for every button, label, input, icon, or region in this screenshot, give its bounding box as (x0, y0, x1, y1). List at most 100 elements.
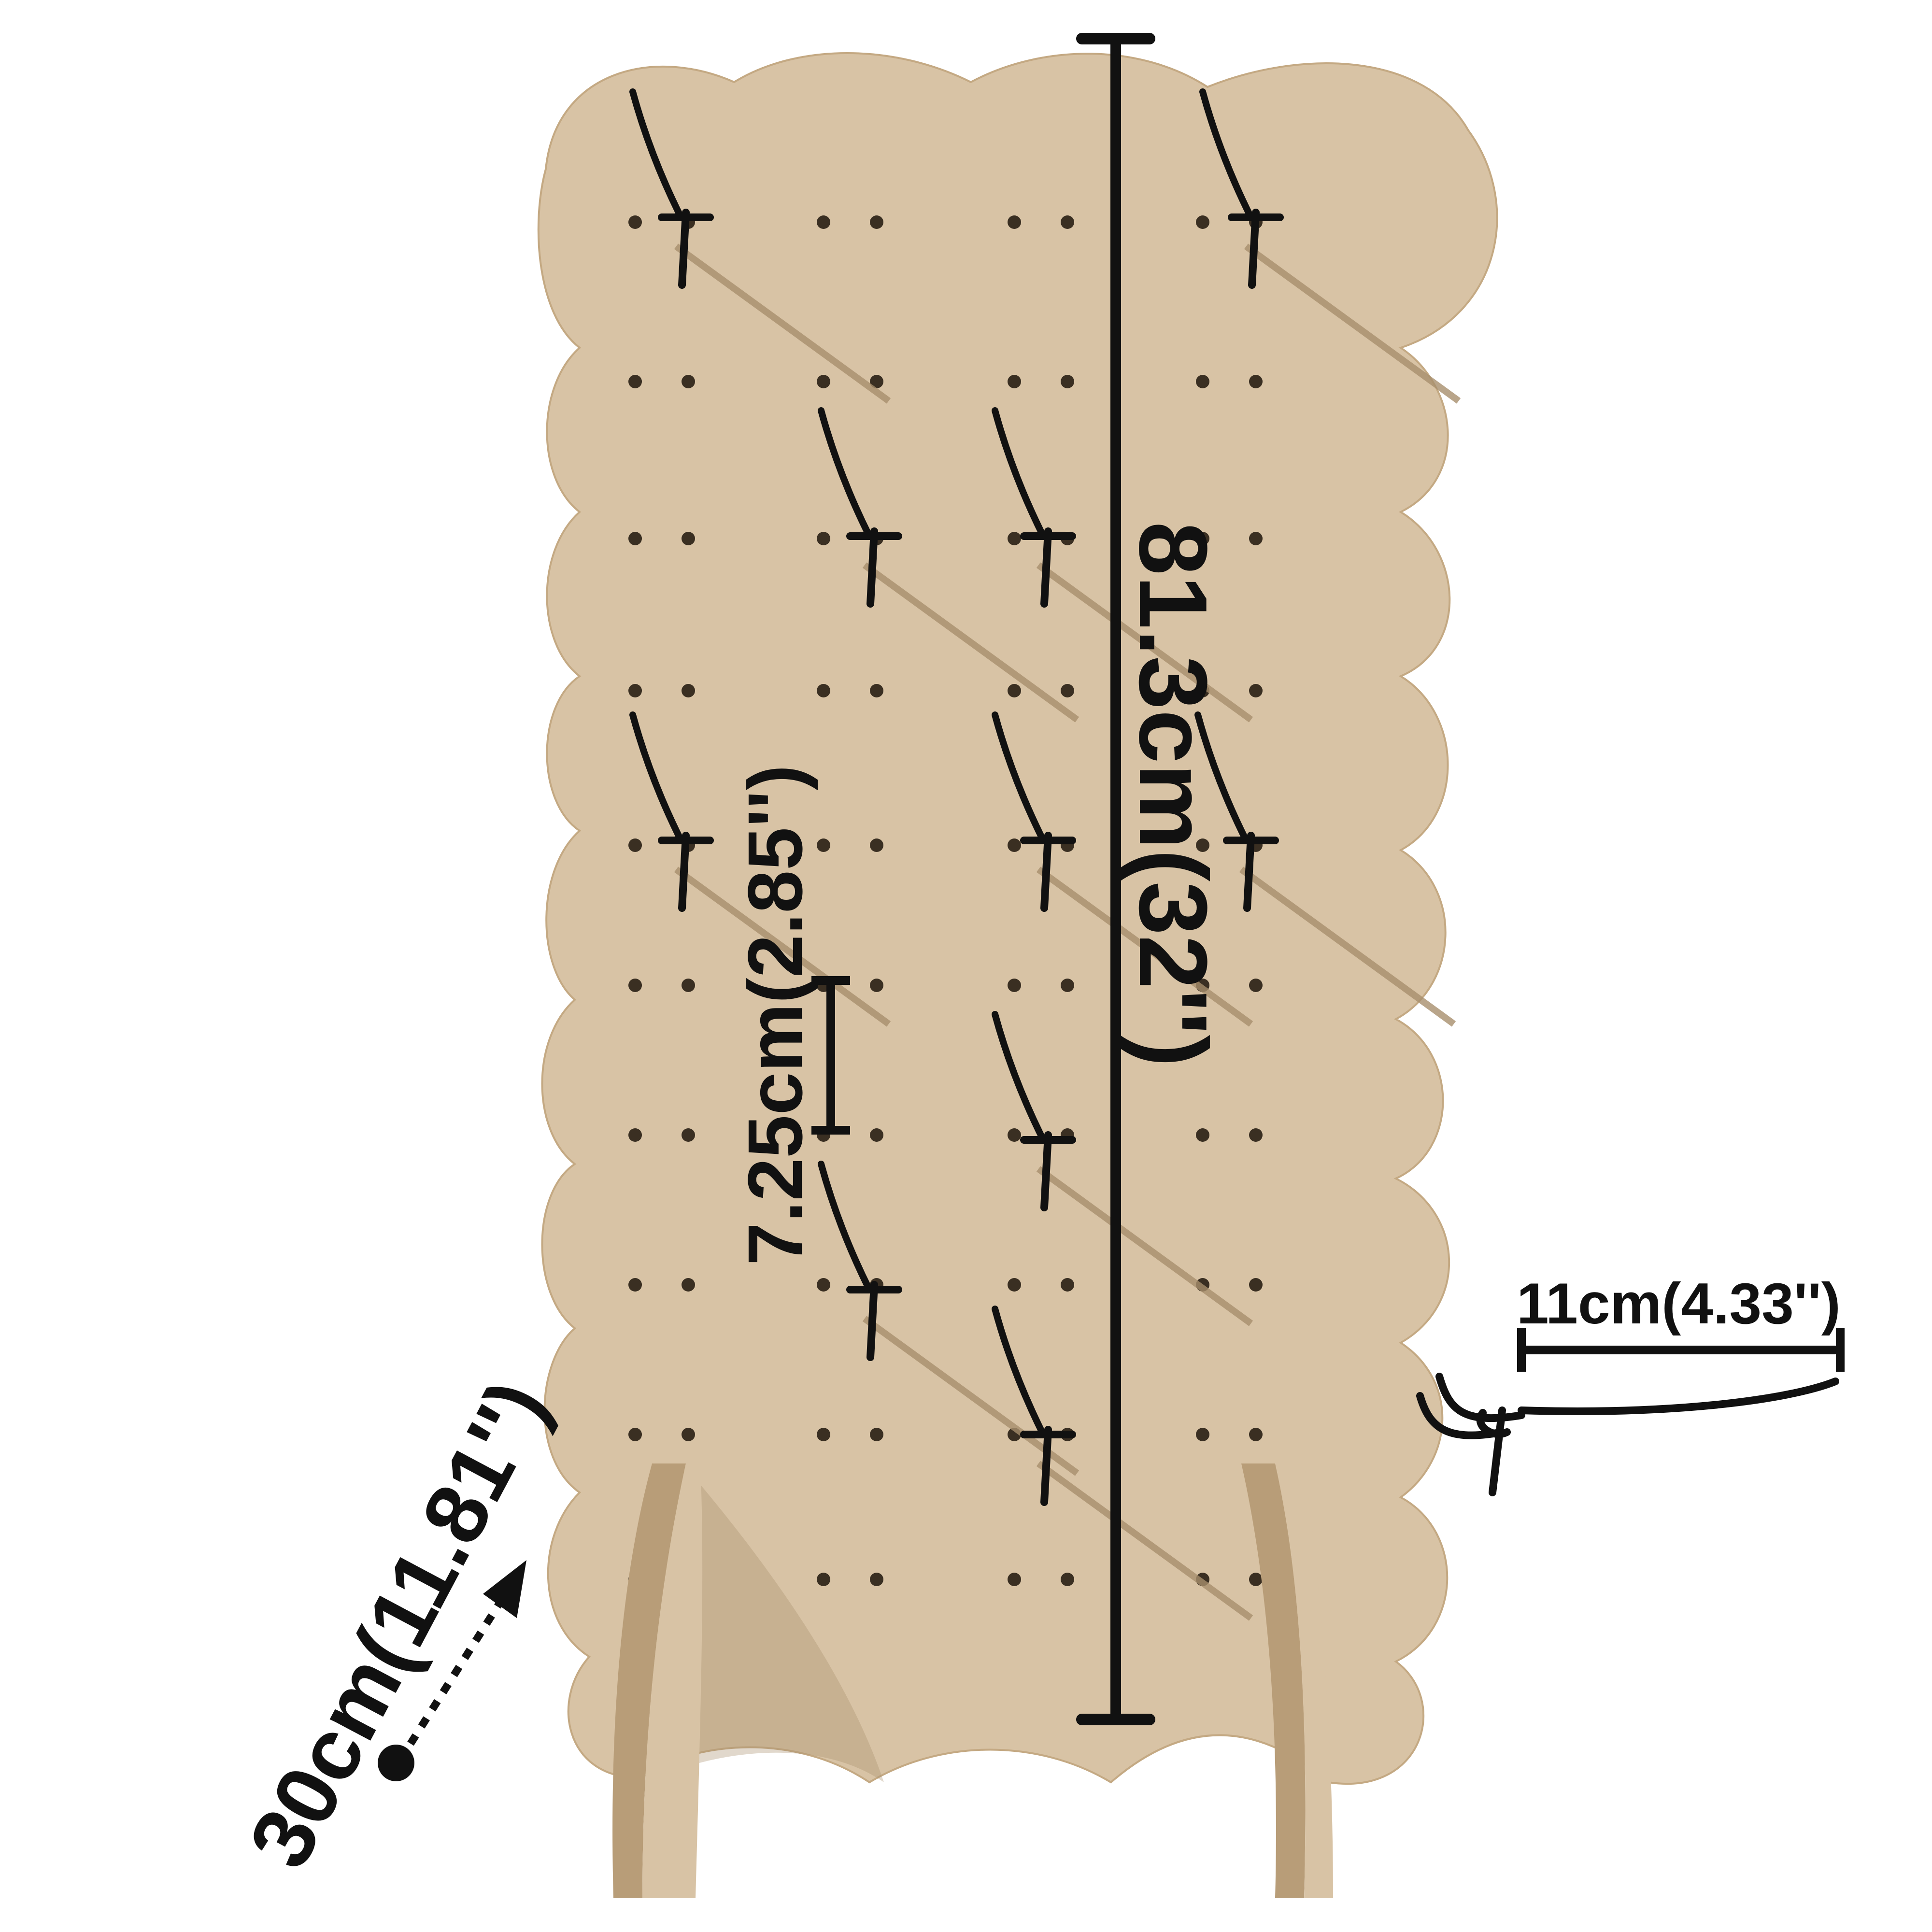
depth-dimension: 30cm(11.81'') (230, 1365, 567, 1883)
peg-hole (628, 1128, 642, 1142)
peg-hole (1249, 1128, 1263, 1142)
peg-hole (628, 375, 642, 388)
peg-hole (1061, 1573, 1074, 1586)
peg-hole (817, 684, 830, 697)
peg-hole (682, 532, 695, 545)
peg-hole (628, 838, 642, 852)
hook-arm (992, 1011, 1047, 1143)
hook-shadow (1036, 562, 1253, 723)
pegboard-hook-icon (992, 1306, 1253, 1621)
peg-hole (682, 1278, 695, 1292)
panel-shadow (657, 1473, 884, 1782)
hook-shadow (1036, 1166, 1253, 1326)
right-foot-face (1275, 1463, 1333, 1898)
peg-hole (870, 215, 883, 229)
peg-hole (1249, 1428, 1263, 1441)
hook-arm (1199, 88, 1254, 221)
pegboard-hook-icon (629, 711, 891, 1027)
peg-hole (870, 684, 883, 697)
peg-hole (1061, 979, 1074, 992)
peg-hole (1196, 1428, 1209, 1441)
pegboard-hook-icon (1194, 711, 1456, 1027)
hook-shadow (1036, 867, 1253, 1027)
left-foot-face (642, 1463, 703, 1898)
stand-feet (612, 1463, 1333, 1898)
depth-arrow-head (483, 1560, 526, 1618)
peg-hole (1196, 1128, 1209, 1142)
peg-hole (628, 979, 642, 992)
scalloped-board (537, 52, 1498, 1785)
peg-hole (817, 375, 830, 388)
hook-arm (818, 407, 873, 540)
peg-hole (628, 1278, 642, 1292)
peg-hole (1249, 979, 1263, 992)
hook-length-label: 11cm(4.33'') (1517, 1271, 1841, 1336)
peg-hole (1008, 684, 1021, 697)
hook-detail: 11cm(4.33'') (1416, 1271, 1845, 1496)
peg-hole (1249, 684, 1263, 697)
spacing-dimension: 7.25cm(2.85'') (732, 765, 850, 1265)
peg-hole (628, 684, 642, 697)
hook-bracket (846, 527, 902, 608)
hook-shadow (1239, 867, 1456, 1027)
hook-bracket (1020, 1131, 1076, 1211)
peg-hole (1008, 838, 1021, 852)
spacing-label: 7.25cm(2.85'') (732, 765, 818, 1265)
depth-start-dot (378, 1745, 414, 1781)
peg-hole (682, 684, 695, 697)
hook-bracket (846, 1281, 902, 1361)
peg-hole (1008, 1278, 1021, 1292)
peg-hole (682, 1428, 695, 1441)
hook-shadow (674, 243, 891, 404)
hook-bracket (658, 832, 714, 912)
peg-hole (682, 979, 695, 992)
peg-hole (870, 1573, 883, 1586)
dotted-arrow-icon (407, 1596, 506, 1746)
hook-bracket (1020, 527, 1076, 608)
height-dimension: 81.3cm(32'') (1076, 33, 1227, 1725)
peg-hole (817, 532, 830, 545)
hook-arm (629, 711, 684, 844)
peg-hole (870, 1428, 883, 1441)
hook-shadow (862, 1316, 1080, 1476)
peg-hole (1196, 215, 1209, 229)
peg-hole (1061, 1278, 1074, 1292)
peg-hole (1061, 215, 1074, 229)
peg-hole (1196, 838, 1209, 852)
hook-arm (992, 711, 1047, 844)
peg-hole (682, 375, 695, 388)
peg-hole (1008, 979, 1021, 992)
peg-hole (1249, 1278, 1263, 1292)
pegboard-hook-icon (992, 407, 1253, 723)
peg-hole (1196, 532, 1209, 545)
peg-hole (1008, 532, 1021, 545)
peg-hole (817, 215, 830, 229)
hook-bracket (1020, 1426, 1076, 1506)
pegboard-panel (537, 52, 1498, 1785)
peg-hole (1008, 1128, 1021, 1142)
depth-label: 30cm(11.81'') (230, 1365, 567, 1883)
peg-hole (1061, 375, 1074, 388)
pegboard-hook-icon (1416, 1373, 1839, 1496)
hook-arm (629, 88, 684, 221)
peg-hole (870, 375, 883, 388)
peg-hole (1196, 375, 1209, 388)
left-foot (612, 1463, 686, 1898)
pegboard-hook-icon (629, 88, 891, 404)
peg-hole (1061, 684, 1074, 697)
peg-hole (870, 1128, 883, 1142)
peg-hole (1249, 532, 1263, 545)
hook-shadow (1244, 243, 1461, 404)
hook-arm (992, 407, 1047, 540)
hook-shadow (862, 562, 1080, 723)
right-foot (1241, 1463, 1306, 1898)
hook-arm (1194, 711, 1250, 844)
hook-arm (818, 1161, 873, 1293)
height-label: 81.3cm(32'') (1119, 522, 1227, 1067)
hook-arm (992, 1306, 1047, 1438)
hook-bracket (1228, 209, 1284, 289)
peg-hole (817, 1428, 830, 1441)
peg-hole (1249, 1573, 1263, 1586)
pegboard-hook-icon (818, 1161, 1080, 1476)
